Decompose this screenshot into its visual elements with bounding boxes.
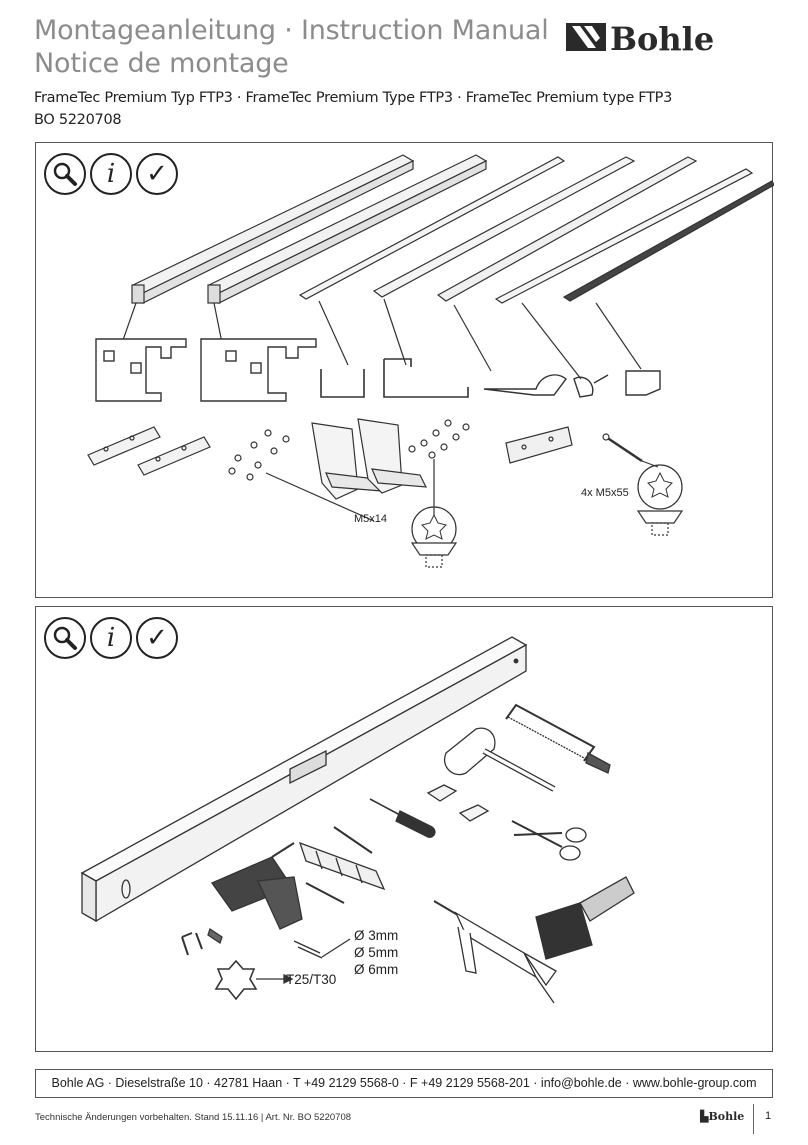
info-glyph: i: [106, 159, 116, 189]
scissors-icon: [511, 820, 587, 861]
profile-strip-2: [372, 156, 636, 298]
document-title: Montageanleitung · Instruction Manual No…: [34, 14, 549, 80]
check-glyph: ✓: [146, 623, 168, 653]
title-line-2: Notice de montage: [34, 48, 289, 79]
drill-size-3mm: Ø 3mm: [354, 928, 399, 943]
drill-bits-icon: [293, 940, 323, 959]
check-glyph: ✓: [146, 159, 168, 189]
product-line: FrameTec Premium Typ FTP3 · FrameTec Pre…: [34, 90, 673, 106]
profile-strip-3: [436, 156, 698, 302]
pencil-icon: [333, 826, 373, 854]
cross-section-rail-2: [200, 338, 317, 402]
profile-strip-1: [298, 156, 566, 300]
bohle-logo-text: Bohle: [610, 20, 714, 54]
rail-profile-2: [207, 154, 488, 304]
hacksaw-icon: [505, 703, 611, 774]
bohle-logo: Bohle: [566, 20, 714, 54]
panel-2-icon-row: i ✓: [44, 617, 178, 659]
drill-size-6mm: Ø 6mm: [354, 962, 399, 977]
rail-profile-1: [131, 154, 415, 304]
long-screw: [602, 433, 643, 463]
parts-overview-panel: i ✓: [35, 142, 774, 598]
drill-size-list: Ø 3mm Ø 5mm Ø 6mm: [354, 927, 398, 978]
cross-section-seal-1: [483, 374, 567, 396]
screw-label-m5x14: M5x14: [354, 513, 388, 525]
tools-panel: i ✓: [35, 606, 773, 1052]
screwdriver-icon: [369, 798, 436, 838]
cross-section-seal-3: [625, 370, 661, 396]
page-number: 1: [765, 1110, 772, 1122]
info-icon: i: [90, 153, 132, 195]
magnifier-icon: [44, 617, 86, 659]
panel-1-icon-row: i ✓: [44, 153, 178, 195]
wall-plug-icon: [426, 784, 490, 822]
info-icon: i: [90, 617, 132, 659]
screw-group-left: [228, 429, 290, 481]
torx-size-label: T25/T30: [286, 972, 337, 987]
magnifier-icon: [44, 153, 86, 195]
cross-section-rail-1: [95, 338, 187, 402]
bohle-logo-mark-icon: [566, 23, 606, 51]
footer-disclaimer: Technische Änderungen vorbehalten. Stand…: [35, 1112, 352, 1123]
bit-holder-icon: [207, 927, 223, 945]
connector-plate-2: [137, 436, 211, 476]
article-number: BO 5220708: [34, 112, 122, 128]
cordless-drill-icon: [211, 842, 303, 930]
tools-illustration: [80, 636, 635, 1004]
contact-bar: Bohle AG · Dieselstraße 10 · 42781 Haan …: [35, 1069, 773, 1098]
caulking-gun-icon: [433, 900, 557, 1004]
footer-logo-mark-icon: ▙: [700, 1110, 709, 1123]
spirit-level-icon: [80, 636, 528, 923]
cross-section-u-channel: [320, 369, 365, 398]
mounting-bracket-2: [357, 418, 428, 494]
mounting-bracket-1: [311, 422, 384, 500]
screw-group-right: [408, 419, 470, 459]
footer-bohle-logo: ▙Bohle: [700, 1110, 744, 1123]
marker-icon: [305, 882, 345, 904]
profile-strip-4: [494, 168, 754, 304]
cross-section-seal-2: [573, 374, 609, 398]
check-icon: ✓: [136, 617, 178, 659]
allen-key-icon: [181, 932, 203, 956]
footer-logo-text: Bohle: [708, 1110, 745, 1123]
torx-star-icon: [214, 959, 258, 1001]
torx-screw-detail-long: [636, 464, 684, 536]
parts-illustration: [87, 154, 774, 568]
info-glyph: i: [106, 623, 116, 653]
drill-size-5mm: Ø 5mm: [354, 945, 399, 960]
footer-separator: [753, 1104, 754, 1134]
product-subtitle: FrameTec Premium Typ FTP3 · FrameTec Pre…: [34, 87, 672, 131]
cross-section-l-profile: [383, 358, 469, 398]
hammer-icon: [443, 727, 556, 792]
profile-strip-5: [562, 180, 774, 302]
torx-screw-detail-short: [410, 506, 458, 568]
title-line-1: Montageanleitung · Instruction Manual: [34, 15, 549, 46]
end-cap-plate: [505, 426, 573, 464]
connector-plate-1: [87, 426, 161, 466]
scraper-icon: [535, 876, 635, 960]
check-icon: ✓: [136, 153, 178, 195]
folding-rule-icon: [298, 841, 386, 891]
screw-label-m5x55: 4x M5x55: [581, 487, 629, 499]
